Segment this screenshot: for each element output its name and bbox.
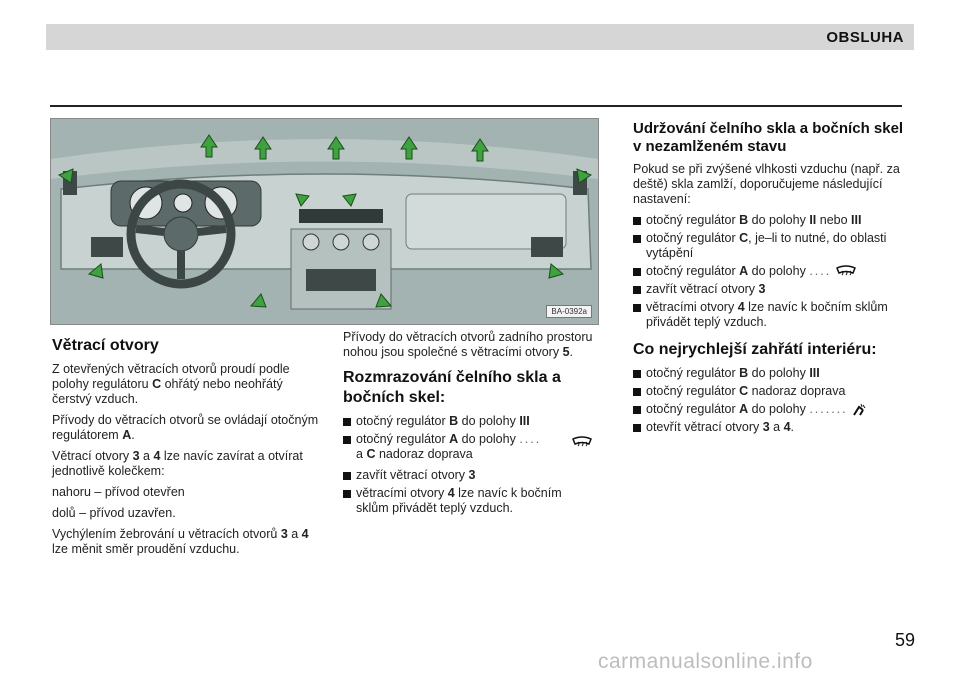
- paragraph: Větrací otvory 3 a 4 lze navíc zavírat a…: [52, 449, 303, 478]
- heading-vents: Větrací otvory: [52, 337, 159, 354]
- list-item: otevřít větrací otvory 3 a 4.: [633, 420, 908, 435]
- footwell-heat-icon: [853, 403, 866, 416]
- paragraph: Pokud se při zvýšené vlhkosti vzduchu (n…: [633, 162, 900, 206]
- bullet-icon: [633, 235, 641, 243]
- heading-defrost: Rozmrazování čelního skla a bočních skel…: [343, 369, 561, 406]
- bullet-icon: [633, 304, 641, 312]
- bullet-icon: [633, 406, 641, 414]
- list-item: otočný regulátor B do polohy II nebo III: [633, 213, 908, 228]
- list-item: otočný regulátor C nadoraz doprava: [633, 384, 908, 399]
- list-item: zavřít větrací otvory 3: [633, 282, 908, 297]
- heading-antifog: Udržování čelního skla a bočních skel v …: [633, 120, 904, 155]
- figure-label: BA-0392a: [546, 305, 592, 318]
- defrost-windshield-icon: [572, 436, 592, 447]
- bullet-icon: [633, 268, 641, 276]
- paragraph: nahoru – přívod otevřen: [52, 485, 185, 499]
- dashboard-drawing: [51, 119, 598, 324]
- list-item: větracími otvory 4 lze navíc k bočním sk…: [633, 300, 908, 330]
- heading-heat: Co nejrychlejší zahřátí interiéru:: [633, 341, 877, 358]
- dashboard-illustration: BA-0392a: [50, 118, 599, 325]
- list-item: otočný regulátor A do polohy .......: [633, 402, 908, 417]
- paragraph: Přívody do větracích otvorů se ovládají …: [52, 413, 319, 442]
- bullet-icon: [633, 370, 641, 378]
- paragraph: Z otevřených větracích otvorů proudí pod…: [52, 362, 290, 406]
- column-middle: Přívody do větracích otvorů zadního pros…: [343, 330, 593, 519]
- divider-rule: [50, 105, 902, 107]
- paragraph: dolů – přívod uzavřen.: [52, 506, 176, 520]
- bullet-icon: [343, 436, 351, 444]
- paragraph: Vychýlením žebrování u větracích otvorů …: [52, 527, 309, 556]
- list-item: otočný regulátor C, je–li to nutné, do o…: [633, 231, 908, 261]
- list-item: zavřít větrací otvory 3: [343, 468, 593, 483]
- section-title: OBSLUHA: [826, 29, 904, 46]
- bullet-icon: [633, 388, 641, 396]
- list-item: otočný regulátor A do polohy ....: [633, 264, 908, 279]
- bullet-icon: [343, 472, 351, 480]
- header-band: OBSLUHA: [46, 24, 914, 50]
- column-left: Větrací otvory Z otevřených větracích ot…: [52, 336, 320, 563]
- paragraph: Přívody do větracích otvorů zadního pros…: [343, 330, 593, 359]
- list-item: větracími otvory 4 lze navíc k bočním sk…: [343, 486, 593, 516]
- column-right: Udržování čelního skla a bočních skel v …: [633, 120, 908, 438]
- bullet-icon: [633, 286, 641, 294]
- list-item: otočný regulátor B do polohy III: [633, 366, 908, 381]
- defrost-windshield-icon: [835, 264, 856, 276]
- bullet-icon: [343, 490, 351, 498]
- bullet-icon: [343, 418, 351, 426]
- page-number: 59: [895, 630, 916, 650]
- bullet-icon: [633, 217, 641, 225]
- bullet-icon: [633, 424, 641, 432]
- list-item: otočný regulátor A do polohy .... a C na…: [343, 432, 593, 462]
- watermark: carmanualsonline.info: [598, 650, 813, 673]
- list-item: otočný regulátor B do polohy III: [343, 414, 593, 429]
